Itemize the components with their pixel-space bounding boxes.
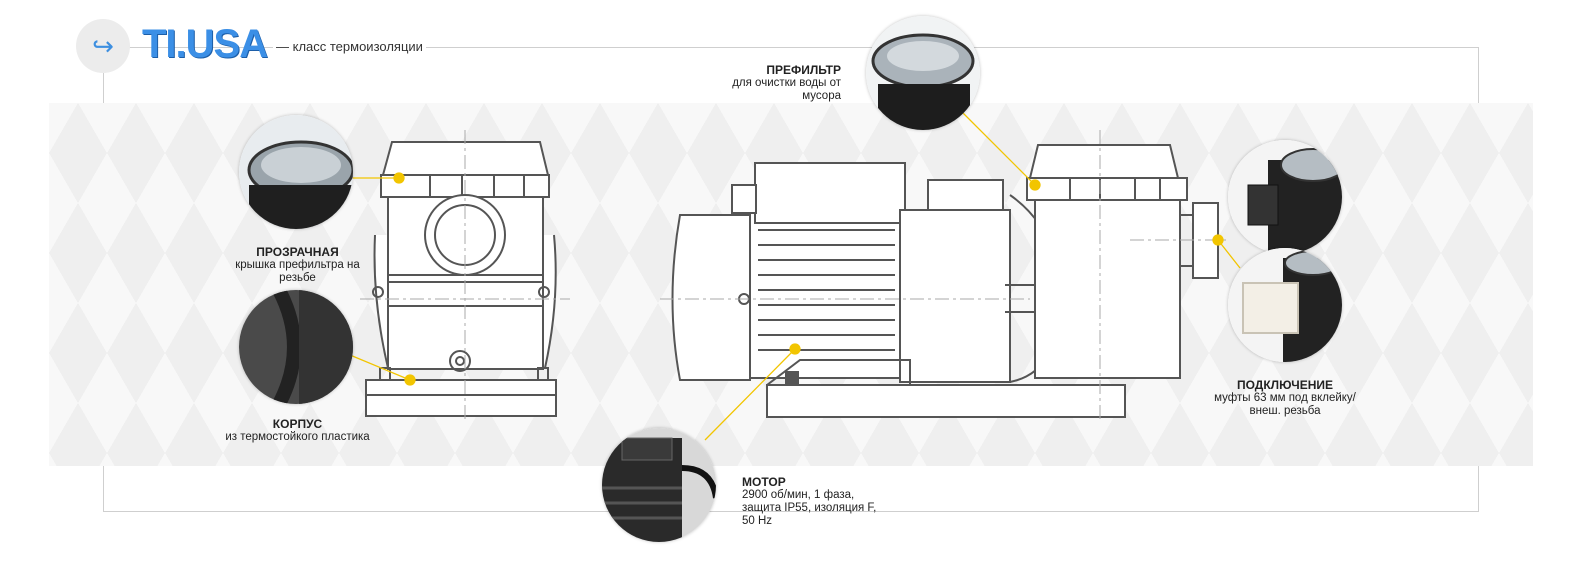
lid-text: крышка префильтра на резьбе — [235, 259, 360, 284]
pump-front-view — [365, 141, 557, 417]
body-title: КОРПУС — [272, 417, 323, 431]
lid-label: ПРОЗРАЧНАЯ крышка префильтра на резьбе — [225, 246, 370, 285]
lid-photo — [239, 115, 353, 229]
brand-logo: TI.USA — [142, 22, 268, 66]
connection-label: ПОДКЛЮЧЕНИЕ муфты 63 мм под вклейку/ вне… — [1210, 379, 1360, 418]
motor-label: МОТОР 2900 об/мин, 1 фаза, защита IP55, … — [742, 476, 892, 528]
connection-photo-bottom — [1228, 248, 1342, 362]
prefilter-title: ПРЕФИЛЬТР — [766, 63, 841, 77]
body-photo — [239, 290, 353, 404]
prefilter-label: ПРЕФИЛЬТР для очистки воды от мусора — [720, 64, 841, 103]
arrow-icon[interactable]: ↪ — [76, 19, 130, 73]
brand-tagline: — класс термоизоляции — [273, 39, 426, 54]
lid-title: ПРОЗРАЧНАЯ — [256, 245, 339, 259]
motor-title: МОТОР — [742, 475, 786, 489]
motor-photo — [602, 428, 716, 542]
body-text: из термостойкого пластика — [225, 431, 370, 443]
callout-lines — [349, 109, 1241, 441]
connection-title: ПОДКЛЮЧЕНИЕ — [1236, 378, 1334, 392]
body-label: КОРПУС из термостойкого пластика — [215, 418, 380, 444]
connection-text: муфты 63 мм под вклейку/ внеш. резьба — [1214, 392, 1356, 417]
motor-text: 2900 об/мин, 1 фаза, защита IP55, изоляц… — [742, 489, 877, 527]
prefilter-photo — [866, 16, 980, 130]
prefilter-text: для очистки воды от мусора — [732, 77, 841, 102]
pump-side-view — [671, 144, 1219, 418]
connection-photo-top — [1228, 140, 1342, 254]
